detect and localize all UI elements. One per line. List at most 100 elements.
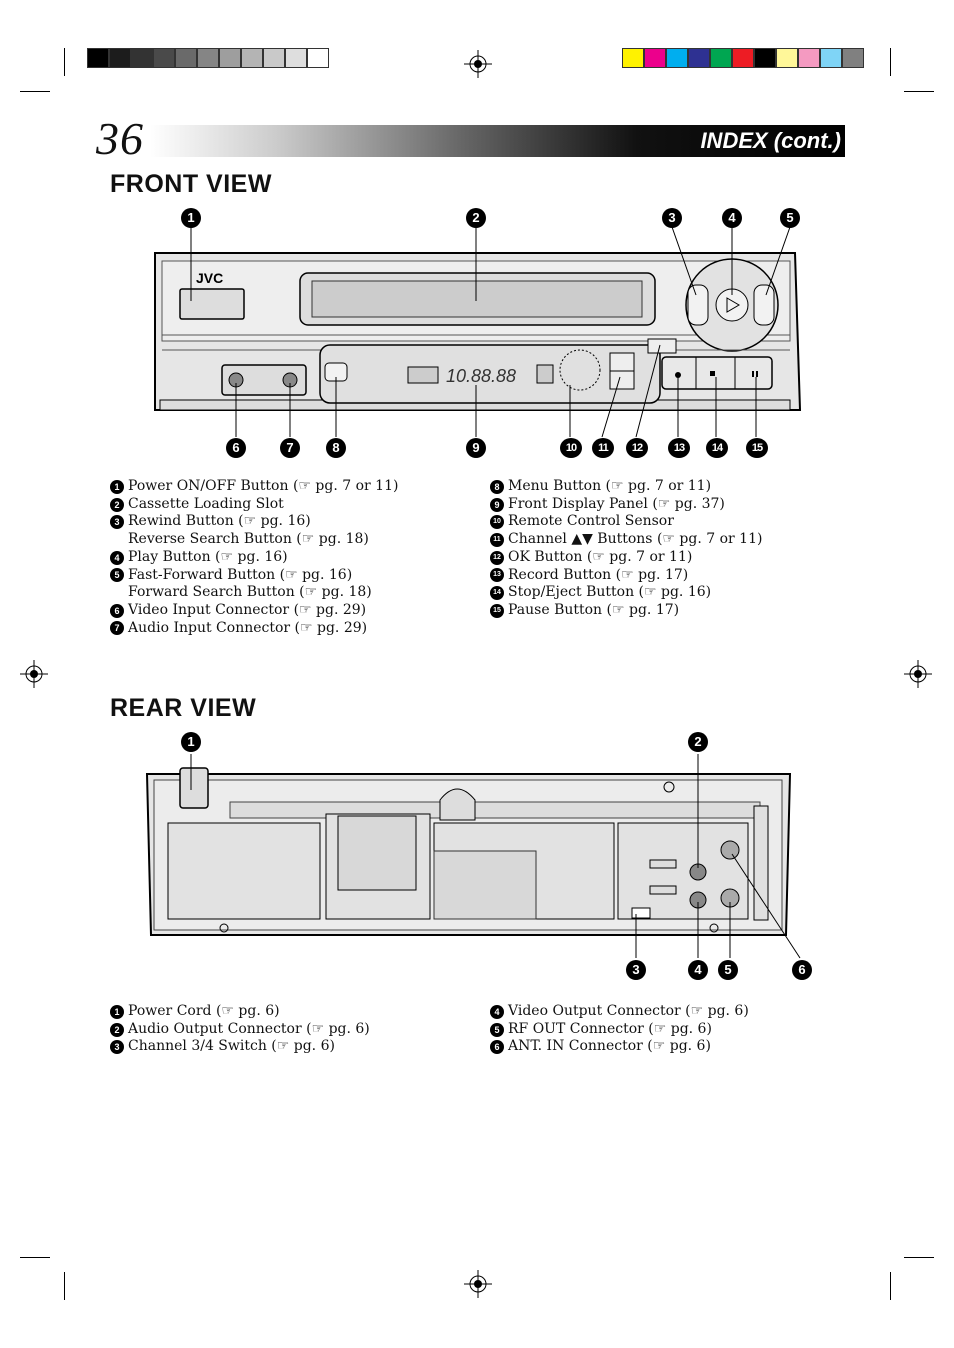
front-view-list-right: 8 Menu Button (☞ pg. 7 or 11) 9 Front Displ…	[490, 478, 762, 620]
item-number-badge: 2	[110, 497, 124, 512]
item-text: Front Display Panel (☞ pg. 37)	[508, 495, 725, 512]
gray-swatch	[175, 48, 197, 68]
front-callout-number: 13	[668, 438, 690, 458]
index-list-item: 1 Power ON/OFF Button (☞ pg. 7 or 11)	[110, 478, 398, 496]
gray-swatch	[109, 48, 131, 68]
color-swatch	[842, 48, 864, 68]
front-view-title: FRONT VIEW	[110, 170, 272, 198]
item-text: Reverse Search Button (☞ pg. 18)	[128, 531, 369, 548]
front-callout-number: 4	[722, 208, 742, 228]
front-callout-number: 12	[626, 438, 648, 458]
registration-target-icon	[20, 660, 48, 688]
item-text: Pause Button (☞ pg. 17)	[508, 601, 680, 618]
front-callout-number: 8	[326, 438, 346, 458]
registration-target-icon	[464, 50, 492, 78]
item-text: Record Button (☞ pg. 17)	[508, 566, 689, 583]
index-list-item: 9 Front Display Panel (☞ pg. 37)	[490, 496, 762, 514]
item-number-badge: 11	[490, 532, 504, 547]
registration-target-icon	[904, 660, 932, 688]
item-number-badge: 13	[490, 568, 504, 583]
item-number-badge: 10	[490, 515, 504, 530]
item-text: Video Input Connector (☞ pg. 29)	[128, 601, 367, 618]
item-text: Forward Search Button (☞ pg. 18)	[128, 584, 372, 601]
rear-callout-number: 6	[792, 960, 812, 980]
item-number-badge: 4	[490, 1004, 504, 1019]
gray-swatch	[307, 48, 329, 68]
item-number-badge: 4	[110, 550, 124, 565]
index-list-item: 11 Channel ▲▼ Buttons (☞ pg. 7 or 11)	[490, 531, 762, 549]
color-swatch	[820, 48, 842, 68]
gray-swatch	[153, 48, 175, 68]
front-view-diagram: JVC 10.88.88	[154, 226, 802, 438]
index-list-item: 8 Menu Button (☞ pg. 7 or 11)	[490, 478, 762, 496]
item-text: Cassette Loading Slot	[128, 495, 284, 512]
color-swatch	[754, 48, 776, 68]
index-list-item: 4 Play Button (☞ pg. 16)	[110, 549, 398, 567]
rear-view-title: REAR VIEW	[110, 694, 257, 722]
page-number: 36	[96, 113, 144, 164]
index-list-item: 15 Pause Button (☞ pg. 17)	[490, 602, 762, 620]
item-number-badge: 1	[110, 479, 124, 494]
item-number-badge: 3	[110, 515, 124, 530]
item-text: Audio Input Connector (☞ pg. 29)	[128, 619, 368, 636]
item-text: Play Button (☞ pg. 16)	[128, 548, 288, 565]
item-text: Channel 3/4 Switch (☞ pg. 6)	[128, 1038, 335, 1055]
gray-swatch	[131, 48, 153, 68]
item-number-badge: 9	[490, 497, 504, 512]
item-text: Power ON/OFF Button (☞ pg. 7 or 11)	[128, 478, 399, 494]
color-swatch	[688, 48, 710, 68]
item-number-badge: 1	[110, 1004, 124, 1019]
item-text: Audio Output Connector (☞ pg. 6)	[128, 1020, 370, 1037]
item-text: Menu Button (☞ pg. 7 or 11)	[508, 478, 712, 494]
item-text: Fast-Forward Button (☞ pg. 16)	[128, 566, 353, 583]
color-swatch	[622, 48, 644, 68]
index-list-item: 10 Remote Control Sensor	[490, 513, 762, 531]
rear-callout-number: 3	[626, 960, 646, 980]
rear-view-diagram	[145, 754, 801, 959]
item-text: Video Output Connector (☞ pg. 6)	[508, 1003, 749, 1019]
front-callout-number: 1	[181, 208, 201, 228]
item-number-badge: 7	[110, 621, 124, 636]
item-text: RF OUT Connector (☞ pg. 6)	[508, 1020, 712, 1037]
item-text: Remote Control Sensor	[508, 513, 674, 530]
rear-callout-number: 2	[688, 732, 708, 752]
header-bar: INDEX (cont.)	[150, 125, 845, 157]
item-number-badge: 5	[110, 568, 124, 583]
color-swatch	[710, 48, 732, 68]
color-swatch	[732, 48, 754, 68]
index-list-item: 13 Record Button (☞ pg. 17)	[490, 567, 762, 585]
color-swatch	[798, 48, 820, 68]
front-callout-number: 11	[592, 438, 614, 458]
front-callout-number: 14	[706, 438, 728, 458]
color-swatch	[666, 48, 688, 68]
header-title: INDEX (cont.)	[700, 128, 841, 153]
item-text: ANT. IN Connector (☞ pg. 6)	[508, 1038, 711, 1055]
rear-callout-number: 4	[688, 960, 708, 980]
color-swatch	[644, 48, 666, 68]
index-list-item: Reverse Search Button (☞ pg. 18)	[110, 531, 398, 549]
gray-swatch	[87, 48, 109, 68]
gray-swatch	[241, 48, 263, 68]
rear-callout-number: 1	[181, 732, 201, 752]
item-number-badge: 8	[490, 479, 504, 494]
gray-swatch	[263, 48, 285, 68]
gray-swatch	[285, 48, 307, 68]
item-text: Channel ▲▼ Buttons (☞ pg. 7 or 11)	[508, 531, 763, 548]
item-text: OK Button (☞ pg. 7 or 11)	[508, 548, 693, 565]
index-list-item: 2 Cassette Loading Slot	[110, 496, 398, 514]
front-callout-number: 3	[662, 208, 682, 228]
gray-swatch	[197, 48, 219, 68]
item-text: Stop/Eject Button (☞ pg. 16)	[508, 584, 712, 601]
front-callout-number: 15	[746, 438, 768, 458]
item-number-badge: 3	[110, 1040, 124, 1055]
index-list-item: 5 Fast-Forward Button (☞ pg. 16)	[110, 567, 398, 585]
item-number-badge: 15	[490, 603, 504, 618]
index-list-item: 4 Video Output Connector (☞ pg. 6)	[490, 1003, 749, 1021]
item-number-badge: 6	[490, 1040, 504, 1055]
